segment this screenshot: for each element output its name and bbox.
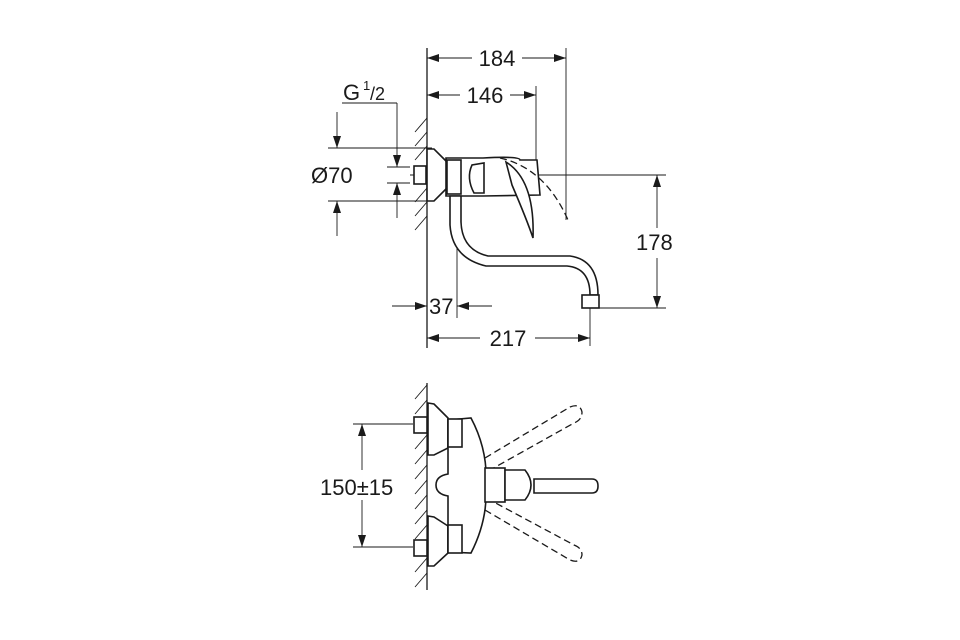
dimension-37: 37 <box>392 200 492 319</box>
thread-denominator: /2 <box>370 84 385 104</box>
thread-numerator: 1 <box>363 78 370 93</box>
dimension-217: 217 <box>427 308 591 351</box>
dimension-label: Ø70 <box>311 163 353 188</box>
front-view: 150±15 <box>320 383 599 590</box>
dimension-label: 184 <box>479 46 516 71</box>
side-view: 184 146 G 1 /2 Ø70 <box>311 46 673 351</box>
thread-callout: G 1 /2 <box>342 78 410 218</box>
wall-hatch-bottom <box>414 384 428 588</box>
dimension-150: 150±15 <box>320 423 413 548</box>
dimension-label: 178 <box>636 230 673 255</box>
dimension-diameter-70: Ø70 <box>311 112 432 236</box>
dimension-184: 184 <box>427 46 567 220</box>
dimension-label: 150±15 <box>320 475 393 500</box>
faucet-side <box>413 148 600 309</box>
dimension-label: 37 <box>429 294 453 319</box>
thread-label: G <box>343 80 360 105</box>
dimension-label: 217 <box>490 326 527 351</box>
faucet-front <box>413 402 599 567</box>
dimension-label: 146 <box>467 83 504 108</box>
